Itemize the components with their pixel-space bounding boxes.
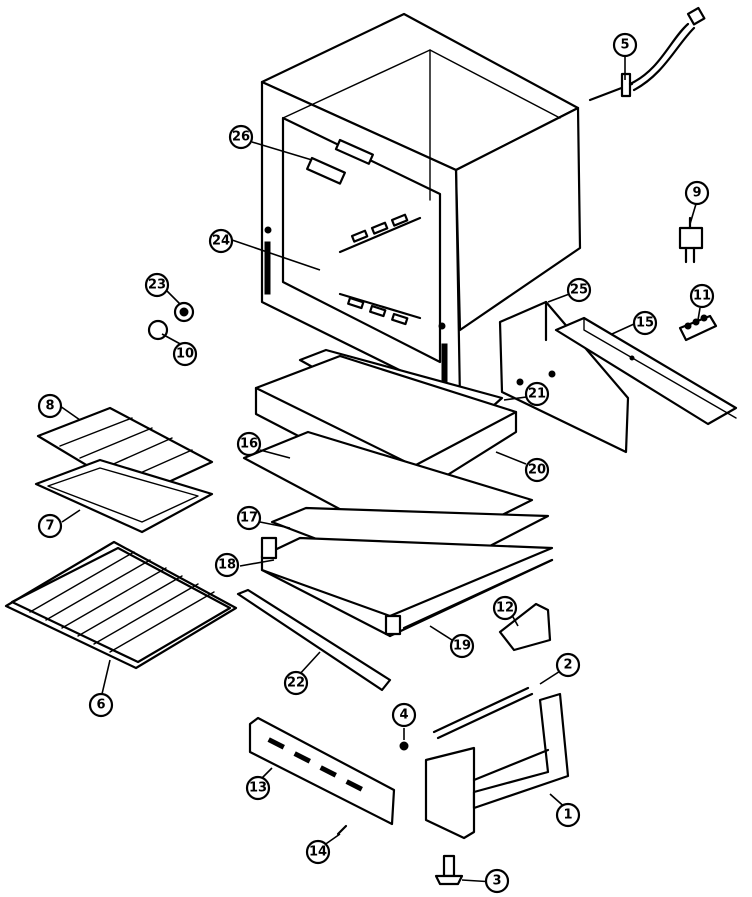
callout-14: 14 bbox=[305, 839, 331, 865]
broiler-pan bbox=[34, 458, 214, 534]
svg-text:19: 19 bbox=[453, 639, 471, 654]
svg-text:15: 15 bbox=[636, 316, 654, 331]
callout-23: 23 bbox=[144, 272, 170, 298]
callout-5: 5 bbox=[612, 32, 638, 58]
callout-20: 20 bbox=[524, 457, 550, 483]
callout-9: 9 bbox=[684, 180, 710, 206]
callout-24: 24 bbox=[208, 228, 234, 254]
svg-text:10: 10 bbox=[176, 347, 194, 362]
callout-26: 26 bbox=[228, 124, 254, 150]
callout-10: 10 bbox=[172, 341, 198, 367]
callout-7: 7 bbox=[37, 513, 63, 539]
svg-text:3: 3 bbox=[492, 874, 501, 889]
thermostat-bulb bbox=[147, 301, 195, 341]
svg-text:24: 24 bbox=[212, 234, 230, 249]
svg-text:7: 7 bbox=[45, 519, 54, 534]
svg-text:13: 13 bbox=[249, 781, 267, 796]
svg-text:16: 16 bbox=[240, 437, 258, 452]
callout-19: 19 bbox=[449, 633, 475, 659]
callout-13: 13 bbox=[245, 775, 271, 801]
svg-text:22: 22 bbox=[287, 676, 305, 691]
front-rail bbox=[236, 588, 392, 692]
svg-text:6: 6 bbox=[96, 698, 105, 713]
power-cord bbox=[588, 6, 706, 102]
svg-text:1: 1 bbox=[563, 808, 572, 823]
callout-4: 4 bbox=[391, 702, 417, 728]
callout-12: 12 bbox=[492, 595, 518, 621]
side-rail bbox=[402, 558, 554, 630]
svg-text:20: 20 bbox=[528, 463, 546, 478]
kick-panel bbox=[248, 716, 396, 826]
svg-text:11: 11 bbox=[693, 289, 711, 304]
callout-8: 8 bbox=[37, 393, 63, 419]
kick-screw bbox=[336, 824, 348, 836]
callout-2: 2 bbox=[555, 652, 581, 678]
callout-16: 16 bbox=[236, 431, 262, 457]
callout-17: 17 bbox=[236, 505, 262, 531]
drawer-frame bbox=[424, 692, 570, 840]
svg-text:26: 26 bbox=[232, 130, 250, 145]
rod-part bbox=[432, 686, 534, 740]
side-panel bbox=[498, 300, 630, 454]
callout-11: 11 bbox=[689, 283, 715, 309]
screw-part bbox=[399, 741, 409, 751]
svg-text:8: 8 bbox=[45, 399, 54, 414]
svg-text:25: 25 bbox=[570, 283, 588, 298]
terminal-block bbox=[678, 314, 718, 342]
callout-15: 15 bbox=[632, 310, 658, 336]
callout-25: 25 bbox=[566, 277, 592, 303]
svg-text:12: 12 bbox=[496, 601, 514, 616]
svg-text:2: 2 bbox=[563, 658, 572, 673]
callout-18: 18 bbox=[214, 552, 240, 578]
svg-text:23: 23 bbox=[148, 278, 166, 293]
small-bracket bbox=[498, 602, 552, 652]
callout-22: 22 bbox=[283, 670, 309, 696]
oven-rack bbox=[4, 540, 238, 670]
svg-text:9: 9 bbox=[692, 186, 701, 201]
callout-6: 6 bbox=[88, 692, 114, 718]
svg-text:18: 18 bbox=[218, 558, 236, 573]
svg-text:17: 17 bbox=[240, 511, 258, 526]
oven-cavity bbox=[260, 12, 582, 402]
svg-text:5: 5 bbox=[620, 38, 629, 53]
switch-part bbox=[678, 216, 704, 264]
leveling-leg bbox=[434, 854, 464, 886]
svg-text:14: 14 bbox=[309, 845, 327, 860]
svg-text:21: 21 bbox=[528, 387, 546, 402]
callout-3: 3 bbox=[484, 868, 510, 894]
callout-1: 1 bbox=[555, 802, 581, 828]
callout-21: 21 bbox=[524, 381, 550, 407]
channel-bar bbox=[554, 316, 738, 426]
svg-text:4: 4 bbox=[399, 708, 408, 723]
